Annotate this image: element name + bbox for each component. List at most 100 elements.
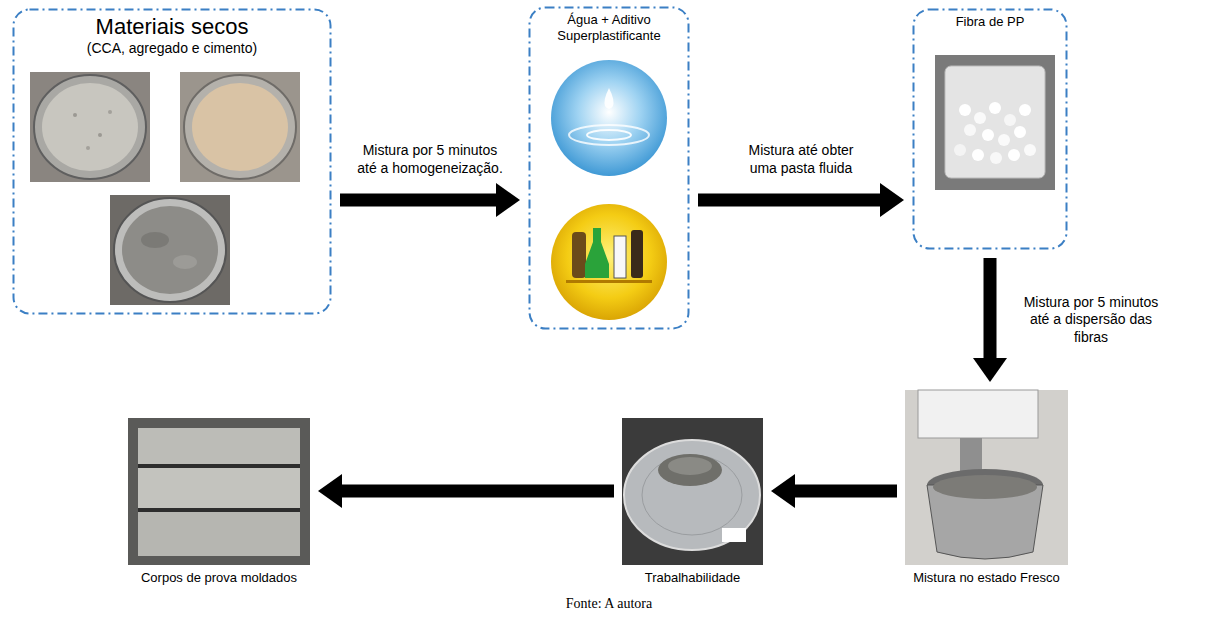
arrow-head [880, 183, 904, 217]
ash-photo [73, 113, 77, 117]
water-image [569, 125, 649, 145]
specimens-photo [138, 464, 300, 468]
fiber-photo [998, 134, 1010, 146]
arrow-head [771, 474, 795, 508]
admixture-image [614, 236, 626, 278]
specimens-photo [138, 508, 300, 512]
arrow-shaft [793, 485, 897, 498]
arrow-shaft [698, 194, 882, 207]
photo-panel: Mistura no estado Fresco [905, 390, 1068, 586]
fiber-photo [959, 104, 971, 116]
fiber-photo [954, 144, 966, 156]
dashed-outline [914, 10, 1067, 249]
ash-photo [42, 83, 138, 171]
fresh-mix-photo [933, 475, 1037, 499]
fiber-photo [935, 55, 1055, 190]
photo-panel: Corpos de prova moldados [128, 418, 310, 586]
box-subheading: (CCA, agregado e cimento) [87, 40, 257, 57]
sand-photo [180, 72, 300, 182]
photo-caption: Mistura no estado Fresco [913, 570, 1060, 586]
arrow-shaft [340, 485, 614, 498]
flow-table-photo [668, 457, 712, 475]
admixture-image [631, 230, 643, 278]
fresh-mix-photo [918, 390, 1038, 438]
step-label: Mistura por 5 minutos até a homogeneizaç… [350, 142, 510, 177]
box-heading: Fibra de PP [956, 14, 1025, 30]
ash-photo [30, 72, 150, 182]
water-image [605, 88, 614, 109]
dashed-outline [530, 8, 689, 329]
flow-arrow [973, 258, 1007, 382]
fiber-photo [974, 112, 986, 124]
photo-caption: Corpos de prova moldados [141, 570, 297, 586]
flow-table-photo [622, 418, 763, 565]
cement-photo [110, 195, 230, 305]
fiber-photo [964, 124, 976, 136]
fiber-photo [1019, 104, 1031, 116]
group-box: Fibra de PP [912, 8, 1068, 250]
box-heading: Água + Aditivo Superplastificante [536, 12, 682, 43]
fiber-photo [935, 55, 1055, 190]
specimens-photo [128, 418, 310, 565]
ash-photo [108, 110, 112, 114]
source-caption: Fonte: A autora [0, 596, 1218, 612]
fiber-photo [945, 66, 1045, 178]
dashed-outline [528, 6, 690, 330]
group-box: Materiais secos(CCA, agregado e cimento) [12, 8, 332, 315]
cement-photo [110, 195, 230, 305]
fiber-photo [1008, 149, 1020, 161]
group-box: Água + Aditivo Superplastificante [528, 6, 690, 330]
step-label: Mistura por 5 minutos até a dispersão da… [1011, 294, 1171, 347]
cement-photo [141, 232, 169, 248]
sand-photo [180, 72, 300, 182]
flow-arrow [771, 474, 897, 508]
flow-arrow [318, 474, 614, 508]
fiber-photo [972, 149, 984, 161]
cement-photo [173, 255, 197, 269]
photo-panel: Trabalhabilidade [622, 418, 763, 586]
flow-table-photo [658, 454, 722, 486]
admixture-image [566, 280, 652, 283]
dashed-outline [912, 8, 1068, 250]
ash-photo [86, 146, 90, 150]
dashed-outline [14, 10, 331, 314]
sand-photo [192, 83, 288, 171]
admixture-image [572, 232, 586, 278]
flow-arrow [340, 183, 520, 217]
water-image [587, 130, 631, 140]
specimens-photo [138, 468, 300, 508]
arrow-head [973, 358, 1007, 382]
water-image [551, 60, 667, 176]
fiber-photo [990, 152, 1002, 164]
sand-photo [184, 75, 296, 179]
flow-table-photo [624, 440, 760, 550]
admixture-image [585, 228, 609, 278]
specimens-photo [138, 512, 300, 556]
cement-photo [114, 198, 226, 302]
cement-photo [122, 206, 218, 294]
ash-photo [34, 75, 146, 179]
fiber-photo [982, 129, 994, 141]
photo-caption: Trabalhabilidade [645, 570, 741, 586]
fiber-photo [1004, 114, 1016, 126]
specimens-photo [138, 428, 300, 464]
specimens-photo [128, 418, 310, 565]
flow-table-photo [642, 455, 742, 535]
fresh-mix-photo [905, 390, 1068, 565]
admixture-image [551, 204, 667, 320]
arrow-head [318, 474, 342, 508]
step-label: Mistura até obter uma pasta fluida [734, 142, 869, 177]
arrow-shaft [984, 258, 997, 360]
fresh-mix-photo [905, 390, 1068, 565]
water-image [551, 60, 667, 176]
fiber-photo [1014, 126, 1026, 138]
ash-photo [98, 133, 102, 137]
arrow-shaft [340, 194, 498, 207]
box-heading: Materiais secos [96, 14, 249, 40]
flow-table-photo [622, 418, 763, 565]
arrow-head [496, 183, 520, 217]
ash-photo [30, 72, 150, 182]
fiber-photo [989, 102, 1001, 114]
flow-arrow [698, 183, 904, 217]
